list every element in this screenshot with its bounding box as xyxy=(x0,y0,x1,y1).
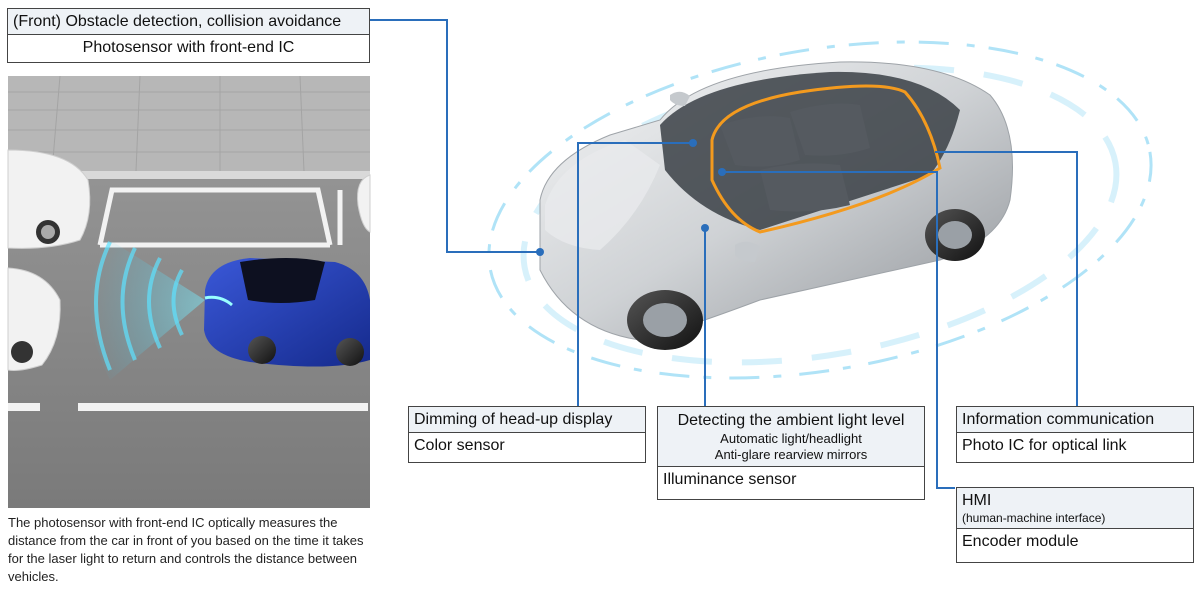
ambient-light-sensor: Illuminance sensor xyxy=(663,471,797,488)
hmi-subtitle: (human-machine interface) xyxy=(962,511,1106,525)
parking-scene-image xyxy=(7,75,371,508)
hmi-title: HMI xyxy=(962,492,992,509)
front-detection-title: (Front) Obstacle detection, collision av… xyxy=(8,9,369,35)
ambient-light-detail-mirrors: Anti-glare rearview mirrors xyxy=(714,447,868,462)
info-communication-box: Information communication Photo IC for o… xyxy=(956,406,1194,463)
leader-lines xyxy=(370,19,1078,489)
hud-dimming-box: Dimming of head-up display Color sensor xyxy=(408,406,646,463)
ambient-light-detail-headlight: Automatic light/headlight xyxy=(720,431,862,446)
ambient-light-box: Detecting the ambient light level Automa… xyxy=(657,406,925,500)
hmi-box: HMI (human-machine interface) Encoder mo… xyxy=(956,487,1194,563)
front-detection-box: (Front) Obstacle detection, collision av… xyxy=(7,8,370,63)
ambient-light-title: Detecting the ambient light level xyxy=(677,412,905,429)
front-detection-caption: The photosensor with front-end IC optica… xyxy=(8,515,364,584)
leader-dots xyxy=(536,139,726,256)
hud-dimming-sensor: Color sensor xyxy=(414,437,505,454)
car-illustration-image xyxy=(487,40,1153,380)
hud-dimming-title: Dimming of head-up display xyxy=(409,407,645,433)
hmi-sensor: Encoder module xyxy=(962,533,1079,550)
info-communication-title: Information communication xyxy=(957,407,1193,433)
front-detection-sensor: Photosensor with front-end IC xyxy=(82,39,295,56)
info-communication-sensor: Photo IC for optical link xyxy=(962,437,1127,454)
